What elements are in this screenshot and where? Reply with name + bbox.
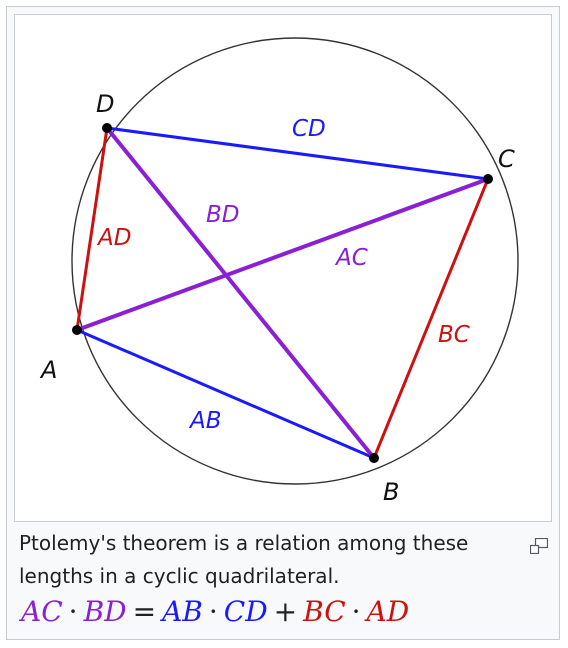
segment-label-ab: AB xyxy=(188,408,222,434)
formula-bc: BC xyxy=(303,595,346,628)
vertex-label-d: D xyxy=(96,90,114,118)
segment-label-cd: CD xyxy=(292,116,326,142)
formula-cd: CD xyxy=(223,595,268,628)
magnify-clip-icon[interactable] xyxy=(529,537,549,555)
cyclic-quadrilateral-diagram: A B C D CD AB BC AD AC BD xyxy=(39,37,519,506)
figure-thumbnail: A B C D CD AB BC AD AC BD Ptolemy's theo… xyxy=(6,6,560,640)
circumcircle xyxy=(71,37,519,485)
vertex-b-point xyxy=(369,453,379,463)
formula-ac: AC xyxy=(21,595,63,628)
segment-label-bd: BD xyxy=(206,202,240,228)
ptolemy-formula: AC·BD=AB·CD+BC·AD xyxy=(21,595,409,628)
formula-dot: · xyxy=(208,595,218,628)
vertex-label-a: A xyxy=(39,356,57,384)
segment-ad xyxy=(75,127,109,331)
segment-ac xyxy=(76,177,489,332)
vertex-label-c: C xyxy=(498,145,515,173)
figure-image-frame[interactable]: A B C D CD AB BC AD AC BD xyxy=(14,14,552,522)
vertex-d-point xyxy=(102,123,112,133)
figure-caption: Ptolemy's theorem is a relation among th… xyxy=(19,531,469,588)
segment-label-ac: AC xyxy=(334,245,368,271)
formula-ab: AB xyxy=(162,595,203,628)
segment-bd xyxy=(105,126,376,460)
vertex-label-b: B xyxy=(383,478,399,506)
segment-label-ad: AD xyxy=(96,225,131,251)
formula-plus: + xyxy=(273,595,298,628)
formula-dot: · xyxy=(68,595,78,628)
formula-equals: = xyxy=(132,595,157,628)
segment-cd xyxy=(106,126,489,181)
segment-ab xyxy=(76,328,375,460)
vertex-c-point xyxy=(483,174,493,184)
formula-ad: AD xyxy=(366,595,410,628)
formula-dot: · xyxy=(351,595,361,628)
segment-label-bc: BC xyxy=(438,322,470,348)
formula-bd: BD xyxy=(83,595,127,628)
vertex-a-point xyxy=(72,325,82,335)
segment-bc xyxy=(372,178,490,459)
